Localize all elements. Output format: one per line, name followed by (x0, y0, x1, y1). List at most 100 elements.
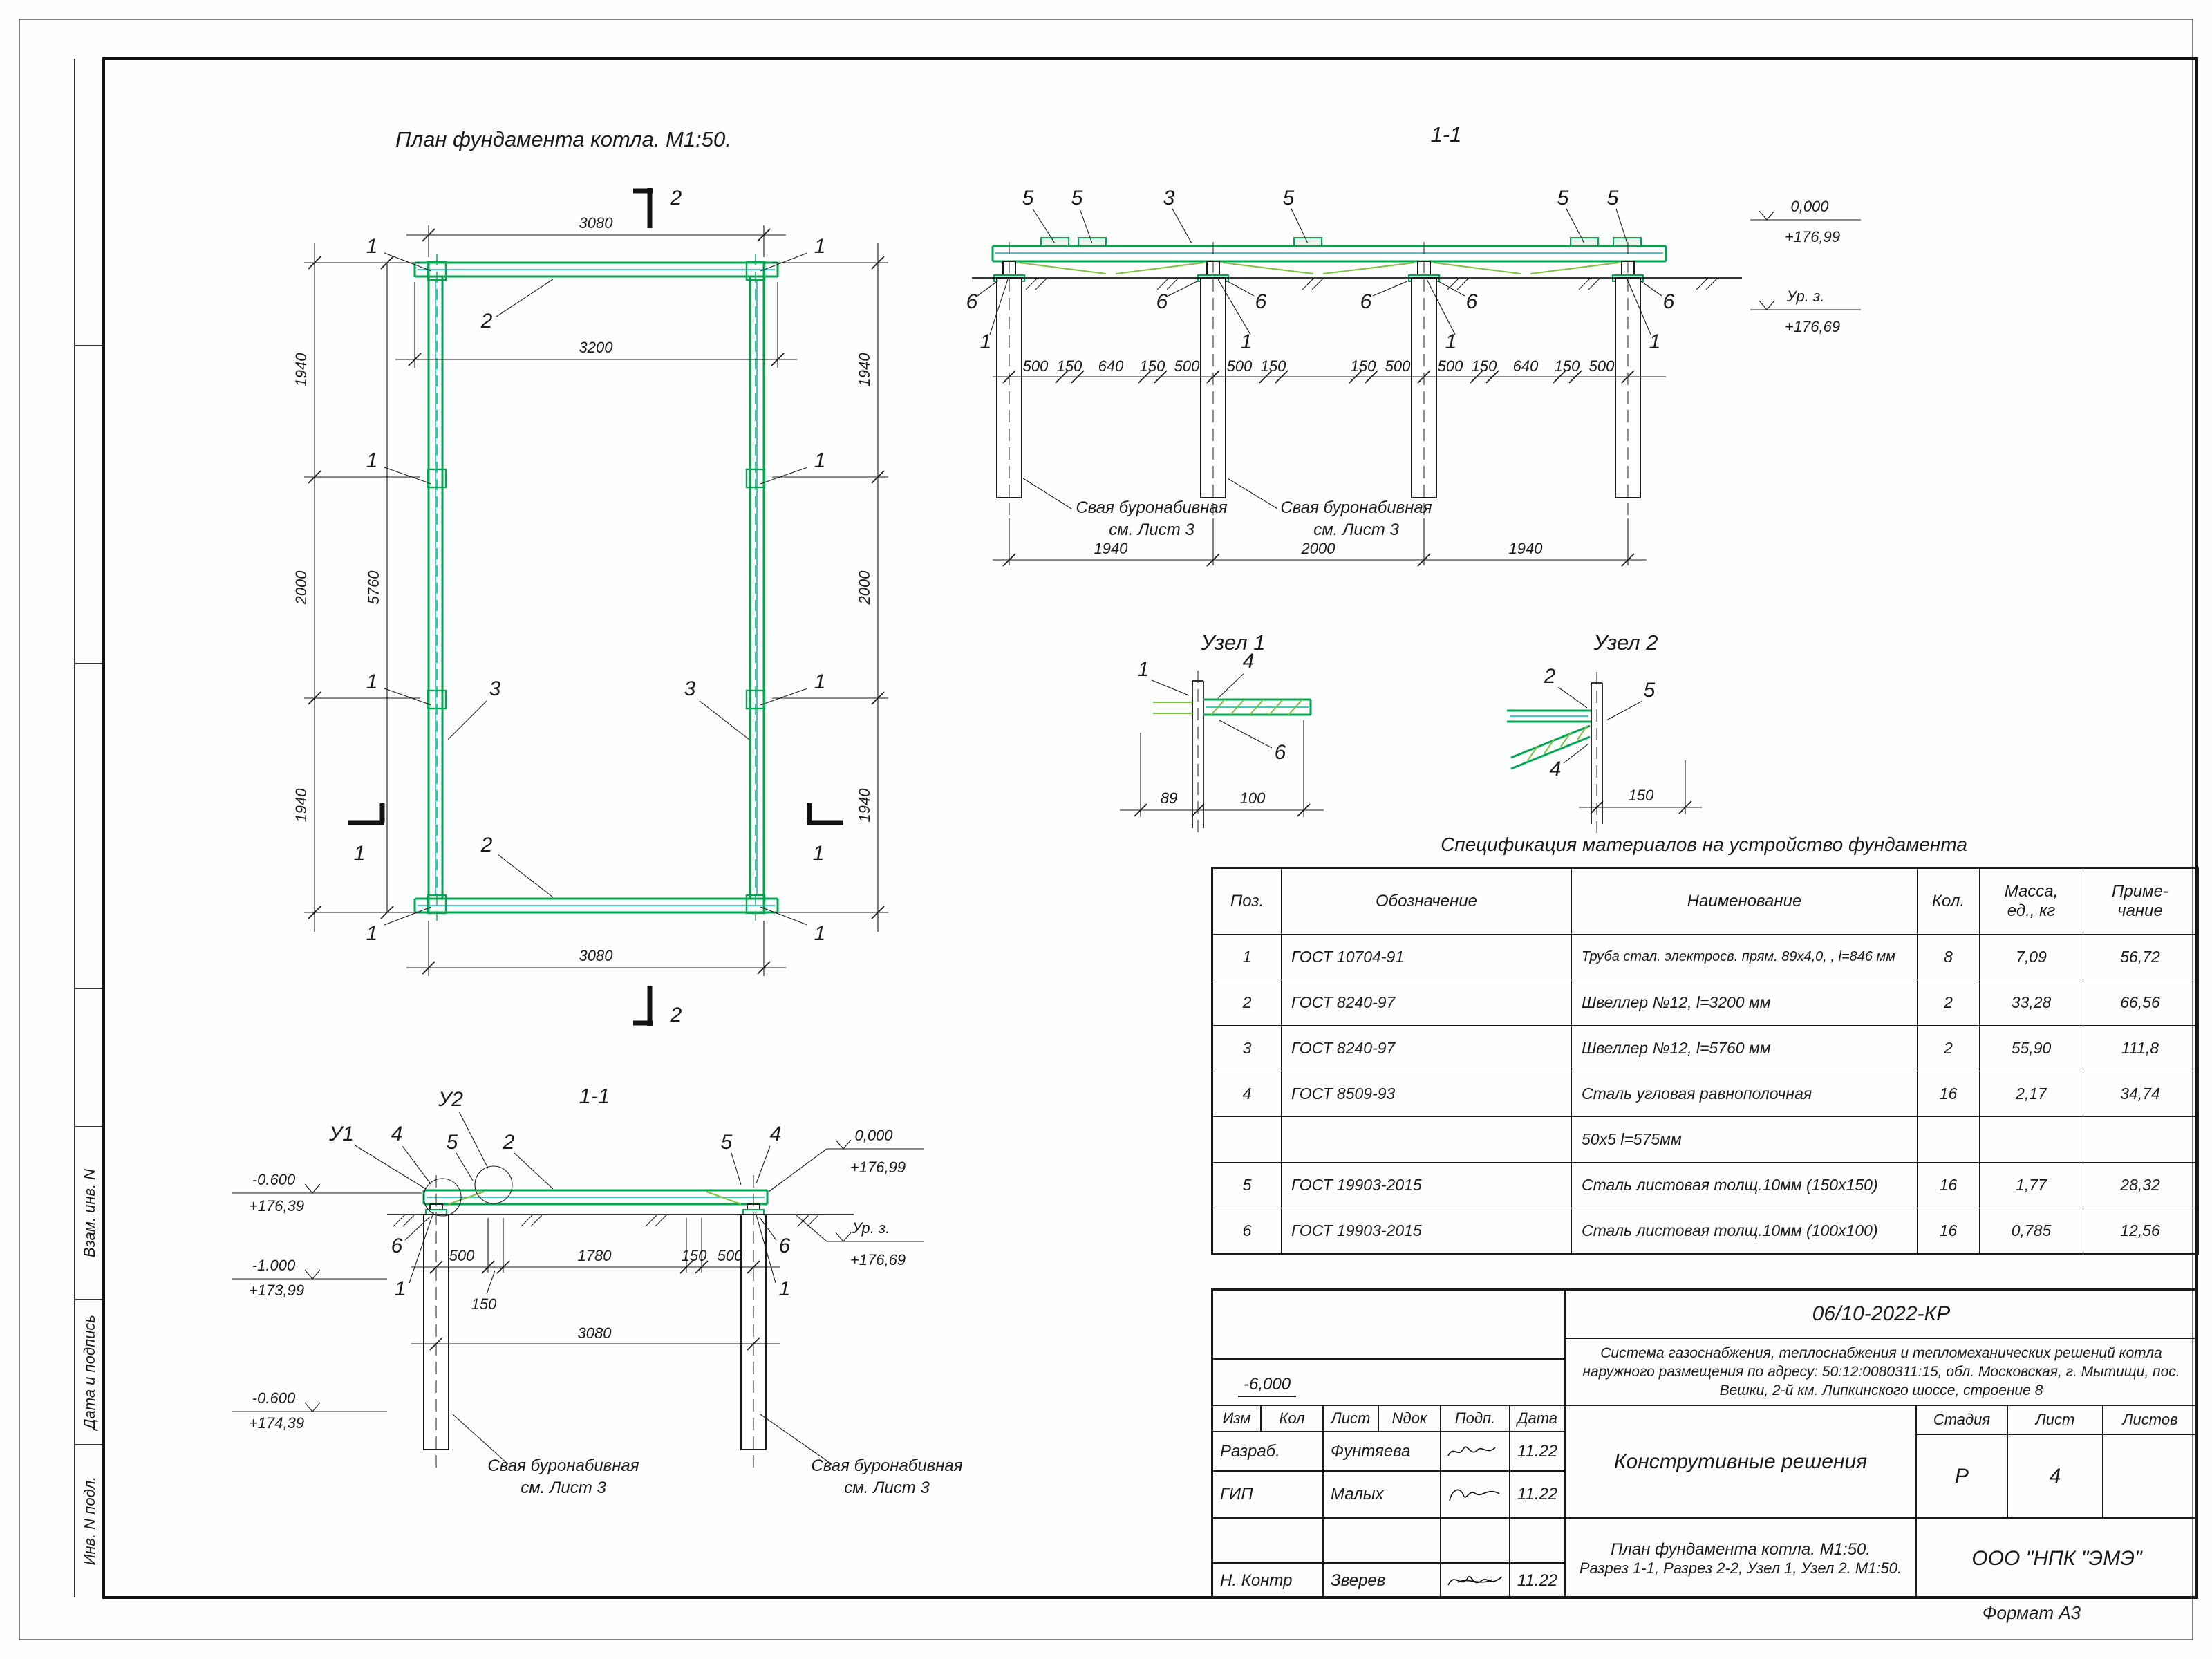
pos-label-6: 6 (1466, 290, 1478, 313)
spec-cell (1979, 1116, 2083, 1163)
signature (1449, 1489, 1500, 1501)
dim-label: 2000 (1301, 540, 1336, 557)
node2-title: Узел 2 (1593, 630, 1658, 655)
pile-note: см. Лист 3 (1313, 521, 1399, 539)
spec-cell (2083, 1116, 2198, 1163)
spec-cell: Сталь угловая равнополочная (1571, 1071, 1918, 1117)
tb-change-header: Подп. (1441, 1406, 1510, 1432)
pos-label-1: 1 (1241, 330, 1253, 353)
pile-note: Свая буронабивная (1280, 498, 1432, 517)
pile-plate (745, 468, 766, 489)
table-row: 1 ГОСТ 10704-91 Труба стал. электросв. п… (1212, 934, 2198, 980)
spec-cell: 56,72 (2083, 934, 2198, 980)
spec-cell: 55,90 (1979, 1025, 2083, 1071)
spec-title: Спецификация материалов на устройство фу… (1441, 834, 1967, 855)
section-mark-2: 2 (670, 1004, 682, 1027)
spec-cell: ГОСТ 8509-93 (1281, 1071, 1572, 1117)
spec-header: Приме- чание (2083, 868, 2198, 935)
pos-label-1: 1 (1445, 330, 1457, 353)
detail-label-u1: У1 (328, 1123, 354, 1145)
detail-circle-u1 (423, 1178, 462, 1217)
spec-cell: ГОСТ 10704-91 (1281, 934, 1572, 980)
tb-empty-cell (1213, 1291, 1566, 1360)
tb-change-header: Изм (1213, 1406, 1262, 1432)
dim-label: 100 (1240, 789, 1266, 807)
spec-cell: 3 (1212, 1025, 1282, 1071)
elevation-mark: Ур. з. (852, 1219, 890, 1237)
tb-doc-number: 06/10-2022-КР (1566, 1291, 2197, 1339)
dim-label: 500 (449, 1247, 475, 1264)
spec-cell: 66,56 (2083, 980, 2198, 1026)
dim-label: 89 (1161, 789, 1177, 807)
pos-label-2: 2 (503, 1131, 515, 1154)
dim-label: 500 (1023, 357, 1049, 375)
spec-cell: 16 (1917, 1071, 1980, 1117)
spec-cell: 6 (1212, 1208, 1282, 1255)
tb-date: 11.22 (1510, 1564, 1566, 1598)
pos-label-1: 1 (395, 1277, 406, 1300)
section-mark-1: 1 (813, 842, 825, 865)
pos-label-5: 5 (721, 1131, 733, 1154)
section-mark-2: 2 (670, 187, 682, 209)
pile-plate (427, 894, 447, 915)
tb-drawing-title-line2: Разрез 1-1, Разрез 2-2, Узел 1, Узел 2. … (1579, 1559, 1902, 1577)
dim-label: 150 (1057, 357, 1082, 375)
pos-label-1: 1 (779, 1277, 791, 1300)
elevation-value: +176,69 (850, 1251, 906, 1268)
detail-node-2: Узел 2 2 5 4 150 (1507, 630, 1702, 833)
tb-role: ГИП (1213, 1472, 1324, 1519)
dim-label: 640 (1098, 357, 1124, 375)
pos-label-1: 1 (814, 235, 826, 258)
dim-label: 2000 (856, 570, 873, 606)
pile-note: Свая буронабивная (1076, 498, 1227, 517)
spec-header: Обозначение (1281, 868, 1572, 935)
tb-sheets-label: Листов (2103, 1406, 2197, 1435)
tb-stage-label: Стадия (1917, 1406, 2008, 1435)
pos-label-6: 6 (1663, 290, 1675, 313)
pos-label-1: 1 (814, 922, 826, 945)
pile-plate (745, 689, 766, 710)
spec-cell: ГОСТ 8240-97 (1281, 1025, 1572, 1071)
pos-label-4: 4 (391, 1123, 403, 1145)
dim-label: 3080 (579, 947, 614, 964)
spec-cell: Труба стал. электросв. прям. 89х4,0, , l… (1571, 934, 1918, 980)
dim-label: 150 (1472, 357, 1497, 375)
node1-title: Узел 1 (1200, 630, 1265, 655)
pile (1615, 277, 1641, 498)
dim-label: 1940 (856, 788, 873, 823)
section2-title: 1-1 (579, 1084, 610, 1108)
pos-label-4: 4 (770, 1123, 782, 1145)
spec-cell (1917, 1116, 1980, 1163)
tb-empty-cell (1213, 1519, 1324, 1564)
pos-label-1: 1 (980, 330, 992, 353)
spec-cell: 0,785 (1979, 1208, 2083, 1255)
spec-header: Кол. (1917, 868, 1980, 935)
elevation-value: +176,69 (1785, 318, 1840, 335)
tb-signature-cell (1441, 1564, 1510, 1598)
detail-label-u2: У2 (438, 1088, 463, 1111)
spec-table: Поз. Обозначение Наименование Кол. Масса… (1211, 867, 2199, 1255)
pos-label-5: 5 (1644, 679, 1656, 702)
spec-cell: ГОСТ 19903-2015 (1281, 1208, 1572, 1255)
dim-label: 500 (1227, 357, 1253, 375)
spec-cell: 5 (1212, 1162, 1282, 1208)
stamp-data-podpis: Дата и подпись (81, 1315, 98, 1432)
tb-role: Разраб. (1213, 1432, 1324, 1472)
elevation-mark: 0,000 (854, 1127, 893, 1144)
format-label: Формат А3 (1982, 1602, 2081, 1623)
elevation-value: +176,99 (1785, 228, 1840, 245)
pos-label-2: 2 (1544, 665, 1556, 688)
dim-label: 150 (1629, 787, 1654, 804)
spec-header: Поз. (1212, 868, 1282, 935)
pile-note: см. Лист 3 (1109, 521, 1194, 539)
pos-label-5: 5 (1283, 187, 1295, 209)
pos-label-2: 2 (480, 834, 493, 856)
spec-cell: 7,09 (1979, 934, 2083, 980)
pos-label-6: 6 (966, 290, 978, 313)
spec-cell: 1,77 (1979, 1162, 2083, 1208)
dim-label: 1940 (1094, 540, 1129, 557)
spec-header: Наименование (1571, 868, 1918, 935)
tb-sheet-value: 4 (2008, 1435, 2103, 1519)
elevation-value: +174,39 (249, 1414, 304, 1432)
pile-note: Свая буронабивная (487, 1456, 639, 1475)
